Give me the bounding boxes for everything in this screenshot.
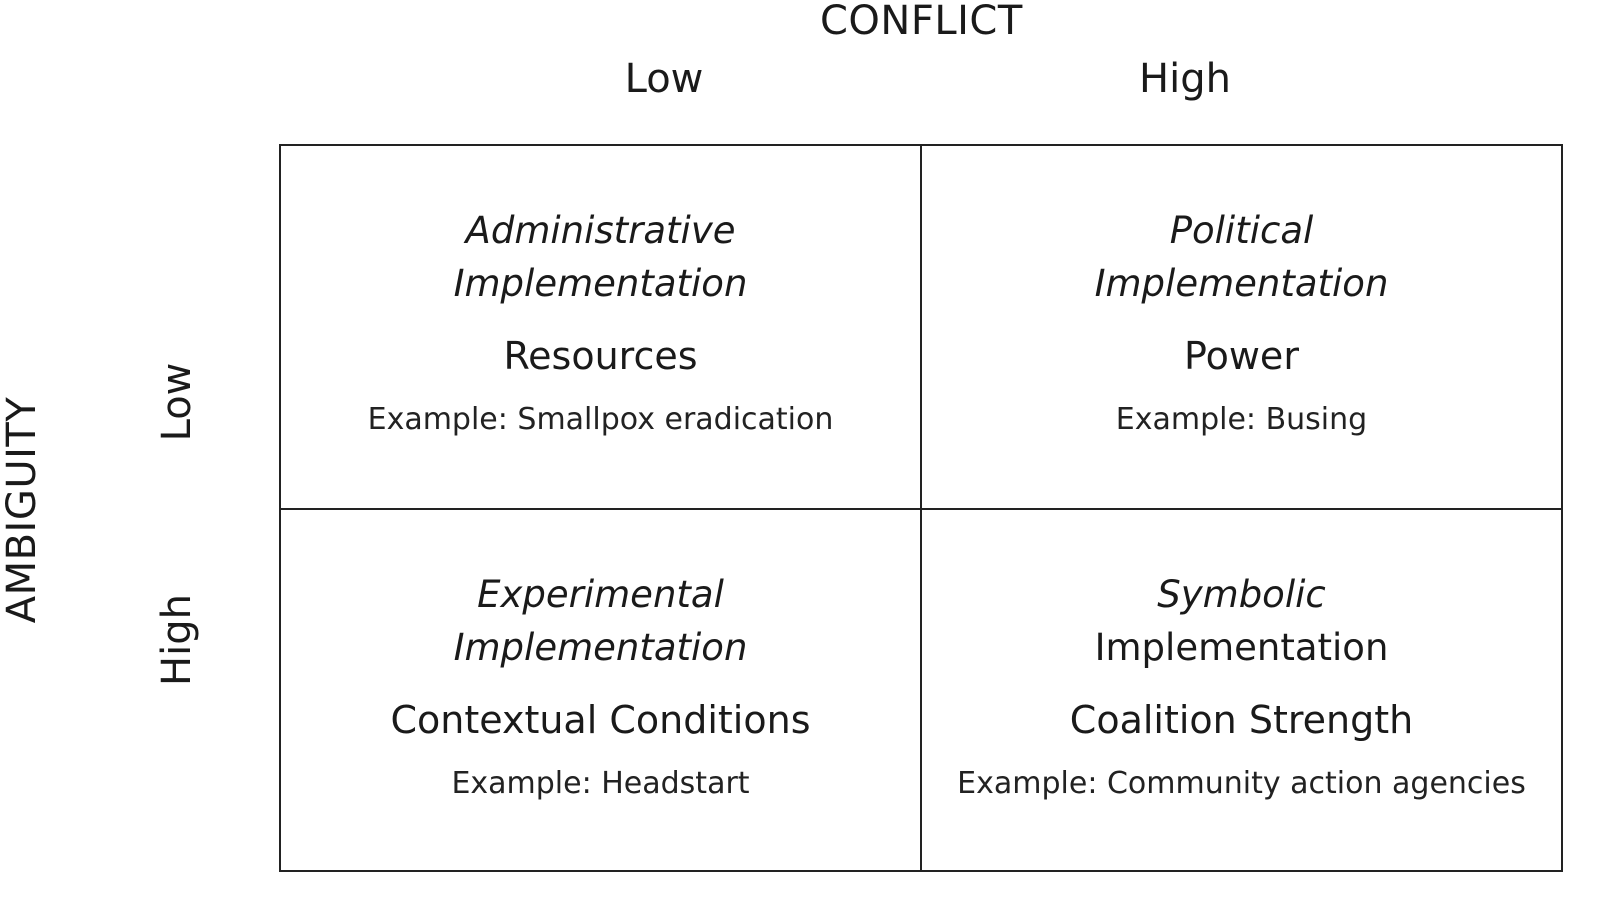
type-line-2: Implementation [1094,626,1389,669]
ambiguity-axis-title: AMBIGUITY [0,396,45,624]
type-line-1: Political [1169,209,1314,252]
implementation-matrix: Administrative Implementation Resources … [279,144,1563,872]
cell-experimental: Experimental Implementation Contextual C… [281,510,922,870]
key-factor: Power [1184,334,1299,378]
implementation-type: Administrative Implementation [411,204,791,310]
ambiguity-low-label: Low [154,362,200,442]
implementation-type: Symbolic Implementation [1052,568,1432,674]
example-text: Example: Smallpox eradication [367,402,834,437]
implementation-type: Experimental Implementation [411,568,791,674]
conflict-low-label: Low [624,56,704,102]
implementation-type: Political Implementation [1052,204,1432,310]
cell-political: Political Implementation Power Example: … [922,146,1561,510]
type-line-2: Implementation [453,626,748,669]
type-line-2: Implementation [453,262,748,305]
key-factor: Contextual Conditions [390,698,811,742]
type-line-1: Experimental [477,573,724,616]
conflict-axis-title: CONFLICT [820,0,1023,44]
cell-symbolic: Symbolic Implementation Coalition Streng… [922,510,1561,870]
ambiguity-high-label: High [154,594,200,686]
example-text: Example: Headstart [451,766,750,801]
example-text: Example: Community action agencies [957,766,1526,801]
type-line-1: Administrative [465,209,736,252]
cell-administrative: Administrative Implementation Resources … [281,146,922,510]
key-factor: Resources [503,334,698,378]
conflict-high-label: High [1139,56,1231,102]
type-line-2: Implementation [1094,262,1389,305]
type-line-1: Symbolic [1157,573,1326,616]
example-text: Example: Busing [1115,402,1368,437]
key-factor: Coalition Strength [1069,698,1414,742]
